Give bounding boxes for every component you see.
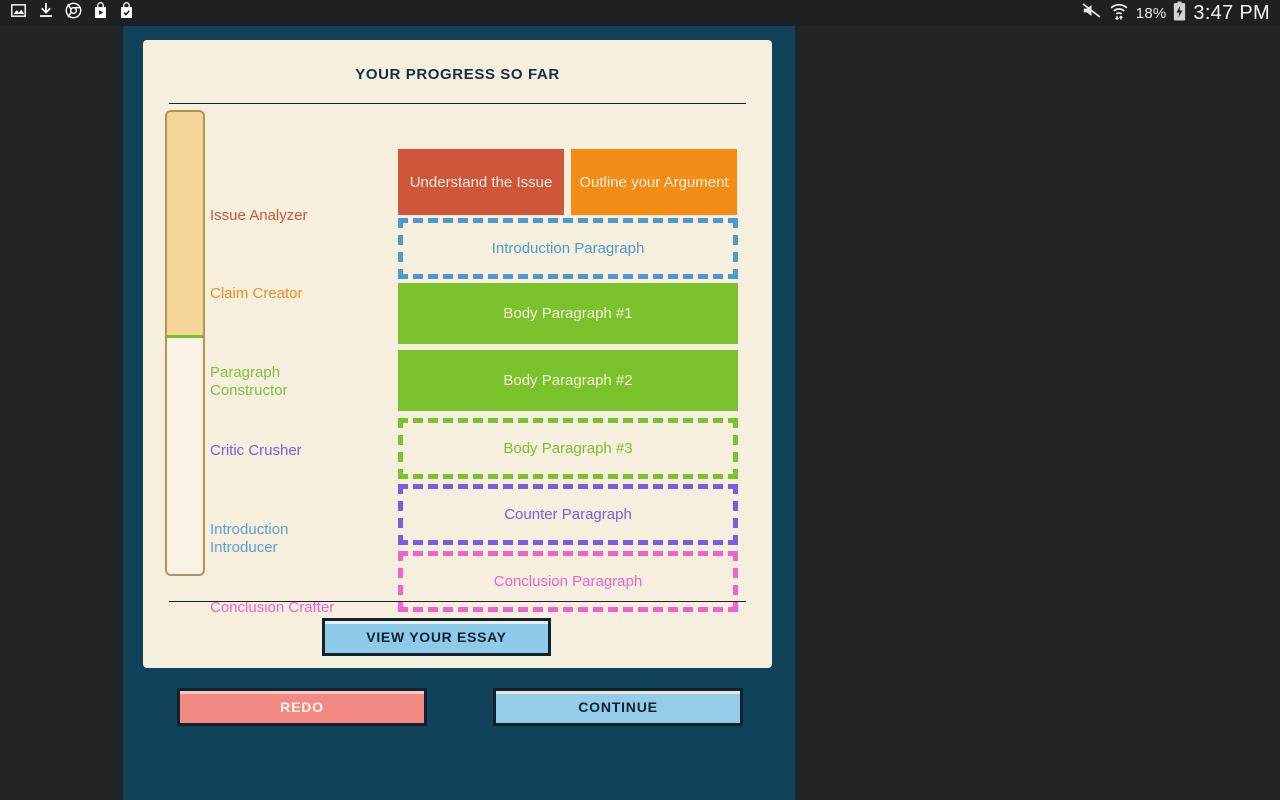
essay-block[interactable]: Conclusion Paragraph xyxy=(398,551,738,612)
play-store-check-icon xyxy=(119,2,134,24)
download-icon xyxy=(38,2,54,24)
essay-block[interactable]: Introduction Paragraph xyxy=(398,218,738,279)
battery-charging-icon xyxy=(1173,1,1186,26)
essay-block-label: Body Paragraph #1 xyxy=(503,305,633,322)
essay-block-label: Counter Paragraph xyxy=(504,506,632,523)
progress-bar-track xyxy=(165,110,205,576)
essay-block-label: Outline your Argument xyxy=(579,173,729,191)
stage-label: Conclusion Crafter xyxy=(210,599,335,616)
essay-block[interactable]: Body Paragraph #2 xyxy=(398,350,738,411)
essay-block[interactable]: Body Paragraph #3 xyxy=(398,418,738,479)
play-store-icon xyxy=(93,2,108,24)
redo-button[interactable]: REDO xyxy=(177,688,427,726)
page-title: YOUR PROGRESS SO FAR xyxy=(355,66,560,83)
battery-percent-label: 18% xyxy=(1135,4,1167,22)
redo-label: REDO xyxy=(280,699,324,715)
chrome-icon xyxy=(65,2,82,24)
essay-block[interactable]: Counter Paragraph xyxy=(398,484,738,545)
mute-icon xyxy=(1081,2,1102,24)
essay-block[interactable]: Body Paragraph #1 xyxy=(398,283,738,344)
divider-top xyxy=(169,103,746,104)
stage-label: Claim Creator xyxy=(210,285,303,302)
essay-block-label: Conclusion Paragraph xyxy=(493,573,643,590)
stage-label: Critic Crusher xyxy=(210,442,302,459)
clock-label: 3:47 PM xyxy=(1193,1,1270,24)
continue-label: CONTINUE xyxy=(578,699,658,715)
view-essay-button[interactable]: VIEW YOUR ESSAY xyxy=(322,618,551,656)
status-bar-notification-icons xyxy=(10,2,134,24)
stage-label: Paragraph Constructor xyxy=(210,364,288,399)
wifi-transfer-icon xyxy=(1109,2,1129,25)
divider-bottom xyxy=(169,601,746,602)
essay-block-label: Body Paragraph #2 xyxy=(503,372,633,389)
essay-block-list: Understand the Issue Outline your Argumen… xyxy=(398,110,738,612)
essay-block[interactable]: Outline your Argument xyxy=(571,149,737,215)
essay-block-label: Body Paragraph #3 xyxy=(503,440,633,457)
essay-block[interactable]: Understand the Issue xyxy=(398,149,564,215)
status-bar-system-icons: 18% 3:47 PM xyxy=(1081,1,1270,26)
image-icon xyxy=(10,2,27,24)
progress-bar-fill xyxy=(167,112,203,339)
essay-block-label: Introduction Paragraph xyxy=(491,240,645,257)
android-status-bar: 18% 3:47 PM xyxy=(0,0,1280,26)
stage-label: Issue Analyzer xyxy=(210,207,308,224)
essay-block-label: Understand the Issue xyxy=(409,173,553,191)
stage-label: Introduction Introducer xyxy=(210,521,289,556)
continue-button[interactable]: CONTINUE xyxy=(493,688,743,726)
view-essay-label: VIEW YOUR ESSAY xyxy=(366,629,507,645)
